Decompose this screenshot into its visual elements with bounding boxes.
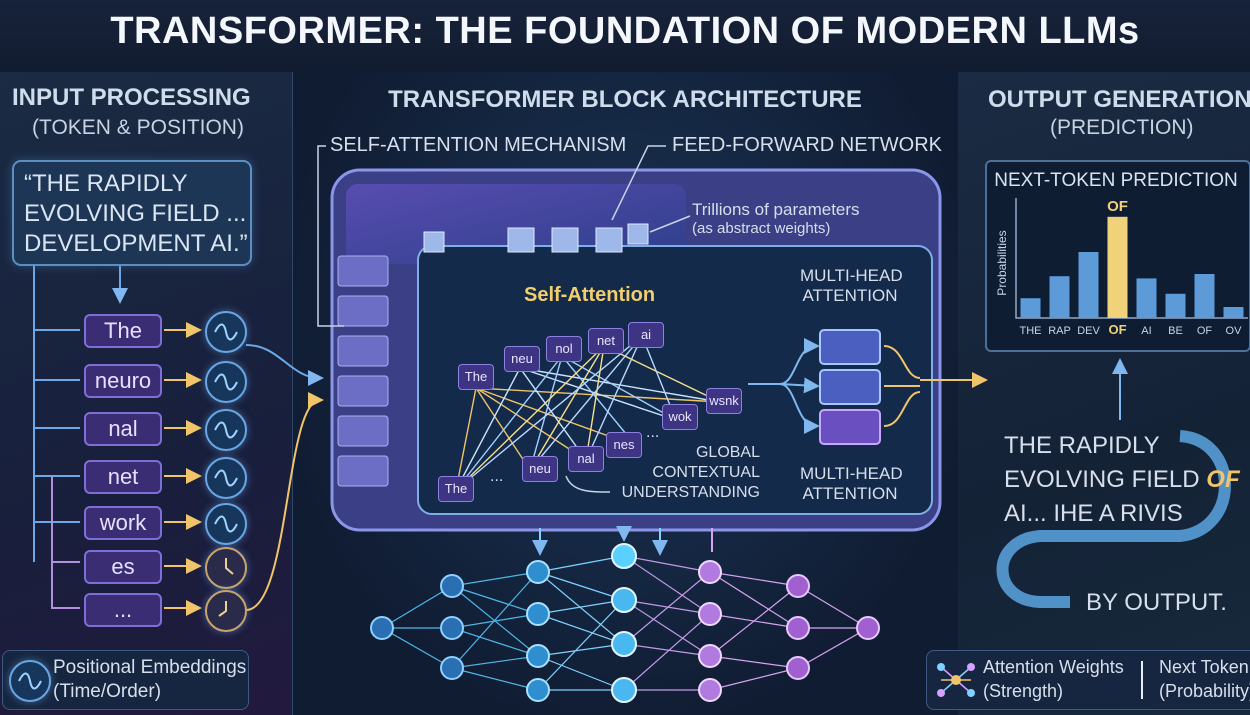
attention-token: neu	[522, 456, 558, 482]
chart-bar	[1020, 298, 1041, 318]
parameters-label: Trillions of parameters	[692, 200, 860, 219]
multi-head-label-top: MULTI-HEAD	[800, 266, 903, 285]
input-quote-box: “THE RAPIDLY EVOLVING FIELD ... DEVELOPM…	[12, 160, 252, 266]
chart-tick-label: OF	[1108, 322, 1126, 337]
parameters-sublabel: (as abstract weights)	[692, 220, 831, 237]
token-box: nal	[84, 412, 162, 446]
multi-head-label-bottom: ATTENTION	[802, 484, 898, 503]
input-subheading: (TOKEN & POSITION)	[32, 116, 244, 139]
legend-sublabel: (Probability)	[1159, 681, 1250, 701]
clock-icon	[205, 590, 247, 632]
self-attention-mechanism-label: SELF-ATTENTION MECHANISM	[330, 134, 627, 156]
positional-embeddings-legend: Positional Embeddings (Time/Order)	[2, 650, 249, 710]
chart-tick-label: OV	[1226, 325, 1243, 337]
quote-line: EVOLVING FIELD ...	[24, 200, 247, 227]
attention-token: nol	[546, 336, 582, 362]
attention-token: ai	[628, 322, 664, 348]
chart-bar	[1078, 252, 1099, 318]
divider	[1141, 661, 1143, 699]
chart-tick-label: DEV	[1077, 325, 1100, 337]
chart-bar	[1165, 293, 1186, 318]
chart-ylabel: Probabilities	[995, 230, 1009, 295]
chart-tick-label: AI	[1141, 325, 1151, 337]
legend-label: Positional Embeddings	[53, 657, 247, 678]
wave-icon	[205, 457, 247, 499]
attention-token: nal	[568, 446, 604, 472]
wave-icon	[205, 311, 247, 353]
output-flow	[996, 358, 1231, 608]
chart-bar	[1136, 278, 1157, 318]
wave-icon	[205, 503, 247, 545]
output-text-line: EVOLVING FIELD OF	[1004, 466, 1240, 494]
multi-head-label-bottom: MULTI-HEAD	[800, 464, 903, 483]
chart-bar	[1223, 307, 1244, 318]
output-text-line: AI... IHE A RIVIS	[1004, 500, 1183, 527]
legend-label: Next Token	[1159, 657, 1249, 677]
attention-token: nes	[606, 432, 642, 458]
legend-sublabel: (Time/Order)	[53, 681, 162, 702]
token-box: net	[84, 460, 162, 494]
highlight-token: OF	[1206, 466, 1240, 493]
global-context-label: UNDERSTANDING	[621, 484, 760, 501]
token-box: es	[84, 550, 162, 584]
attention-token: wok	[662, 404, 698, 430]
legend-label: Attention Weights	[983, 657, 1124, 677]
global-context-label: CONTEXTUAL	[652, 464, 760, 481]
output-text-part: EVOLVING FIELD	[1004, 466, 1200, 493]
chart-tick-label: BE	[1168, 325, 1183, 337]
token-box: work	[84, 506, 162, 540]
quote-line: “THE RAPIDLY	[24, 170, 188, 197]
chart-data-label: OF	[1107, 198, 1128, 215]
attention-token: wsnk	[706, 388, 742, 414]
chart-bar	[1107, 216, 1128, 318]
feed-forward-network-label: FEED-FORWARD NETWORK	[672, 134, 942, 156]
global-context-label: GLOBAL	[695, 444, 760, 461]
ellipsis: ...	[490, 468, 504, 485]
attention-token: neu	[504, 346, 540, 372]
clock-icon	[205, 547, 247, 589]
attention-token: The	[438, 476, 474, 502]
network-nodes	[370, 543, 880, 703]
ellipsis: ...	[646, 424, 660, 441]
input-connectors	[33, 262, 324, 611]
quote-line: DEVELOPMENT AI.”	[24, 230, 248, 257]
output-heading: OUTPUT GENERATION	[988, 86, 1250, 113]
wave-icon	[205, 409, 247, 451]
output-subheading: (PREDICTION)	[1050, 116, 1194, 139]
legend-sublabel: (Strength)	[983, 681, 1064, 701]
multi-head-stack	[819, 329, 881, 445]
chart-bar	[1194, 274, 1215, 318]
chart-tick-label: RAP	[1048, 325, 1071, 337]
architecture-heading: TRANSFORMER BLOCK ARCHITECTURE	[388, 86, 862, 113]
chart-title: NEXT-TOKEN PREDICTION	[994, 170, 1238, 191]
network-edges	[381, 555, 869, 691]
token-to-embedding-arrows	[164, 322, 202, 616]
output-text-line: THE RAPIDLY	[1004, 432, 1160, 459]
token-box: ...	[84, 593, 162, 627]
chart-tick-label: OF	[1197, 325, 1213, 337]
title-bar: TRANSFORMER: THE FOUNDATION OF MODERN LL…	[0, 0, 1250, 73]
multi-head-label-top: ATTENTION	[802, 286, 898, 305]
chart-tick-label: THE	[1020, 325, 1042, 337]
token-box: The	[84, 314, 162, 348]
attention-token: The	[458, 364, 494, 390]
attention-token: net	[588, 328, 624, 354]
self-attention-title: Self-Attention	[524, 284, 656, 306]
parameter-cubes	[423, 223, 649, 253]
by-output-label: BY OUTPUT.	[1086, 589, 1227, 616]
layer-plates	[337, 255, 389, 487]
output-legend: Attention Weights (Strength) Next Token …	[926, 650, 1250, 710]
input-heading: INPUT PROCESSING	[12, 84, 251, 111]
token-box: neuro	[84, 364, 162, 398]
wave-icon	[9, 660, 51, 702]
chart-bar	[1049, 276, 1070, 318]
page-title: TRANSFORMER: THE FOUNDATION OF MODERN LL…	[110, 10, 1140, 52]
network-icon	[937, 663, 975, 697]
attention-lines	[455, 335, 721, 491]
wave-icon	[205, 361, 247, 403]
